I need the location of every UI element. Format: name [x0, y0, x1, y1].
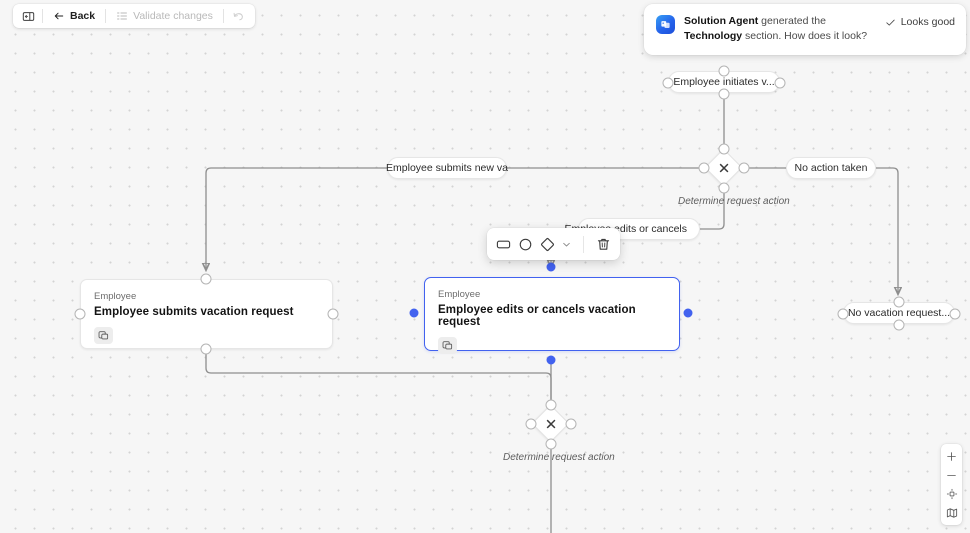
copy-stack-glyph	[98, 331, 109, 340]
edge-label-determine-request-action-top: Determine request action	[678, 196, 790, 207]
editor-toolbar: Back Validate changes	[13, 4, 255, 28]
arrow-left-icon	[54, 12, 64, 20]
fit-view-icon	[946, 488, 957, 500]
copy-stack-icon[interactable]	[94, 327, 113, 344]
handle-left[interactable]	[662, 77, 674, 88]
handle-left[interactable]	[74, 308, 86, 320]
agent-notification-card: Solution Agent generated the Technology …	[644, 4, 966, 56]
handle-left[interactable]	[837, 308, 849, 319]
handle-top[interactable]	[718, 65, 730, 77]
back-button[interactable]: Back	[47, 7, 101, 26]
handle-bottom-selected[interactable]	[546, 355, 556, 365]
pill-node-employee-submits-new[interactable]: Employee submits new va	[386, 157, 508, 179]
handle-bottom[interactable]	[893, 319, 905, 331]
checklist-icon	[117, 12, 128, 20]
undo-button[interactable]	[228, 7, 249, 26]
handle-top-selected[interactable]	[546, 262, 556, 272]
node-title-label: Employee submits vacation request	[94, 306, 294, 318]
handle-right-selected[interactable]	[683, 308, 693, 318]
pill-node-label: No action taken	[794, 162, 868, 174]
handle-right[interactable]	[949, 308, 961, 319]
handle-left[interactable]	[698, 162, 710, 174]
trash-icon[interactable]	[596, 237, 611, 252]
handle-right[interactable]	[565, 418, 577, 430]
node-role-label: Employee	[94, 291, 137, 302]
looks-good-label: Looks good	[900, 16, 955, 28]
check-icon	[886, 19, 895, 26]
handle-right[interactable]	[327, 308, 339, 320]
handle-left[interactable]	[525, 418, 537, 430]
process-node-employee-submits-vacation-request[interactable]: Employee Employee submits vacation reque…	[80, 279, 333, 349]
diamond-shape-icon[interactable]	[540, 237, 555, 252]
handle-bottom[interactable]	[545, 438, 557, 450]
validate-changes-button[interactable]: Validate changes	[110, 7, 219, 26]
agent-name: Solution Agent	[684, 15, 759, 27]
validate-changes-label: Validate changes	[133, 10, 213, 22]
process-node-employee-edits-or-cancels-vacation-request[interactable]: Employee Employee edits or cancels vacat…	[424, 277, 680, 354]
zoom-controls	[941, 444, 962, 525]
toolbar-divider	[583, 235, 584, 253]
handle-top[interactable]	[200, 273, 212, 285]
zoom-out-button[interactable]	[942, 467, 961, 483]
notification-text-mid: generated the	[758, 15, 826, 27]
toolbar-divider	[105, 9, 107, 23]
node-title-label: Employee edits or cancels vacation reque…	[438, 304, 636, 328]
zoom-in-button[interactable]	[942, 448, 961, 464]
pill-node-label: No vacation request...	[847, 307, 951, 319]
notification-section-name: Technology	[684, 30, 743, 43]
node-role-label: Employee	[438, 289, 481, 300]
pill-node-no-action-taken[interactable]: No action taken	[786, 157, 876, 179]
edge-label-determine-request-action-bottom: Determine request action	[503, 452, 615, 463]
handle-bottom[interactable]	[718, 88, 730, 100]
shape-toolbar[interactable]	[487, 228, 620, 260]
handle-right[interactable]	[774, 77, 786, 88]
panel-toggle-icon[interactable]	[19, 7, 38, 26]
back-label: Back	[70, 10, 96, 22]
agent-avatar-icon	[656, 15, 675, 34]
handle-top[interactable]	[718, 143, 730, 155]
handle-bottom[interactable]	[200, 343, 212, 355]
pill-node-label: Employee initiates v...	[673, 76, 775, 88]
minimap-icon	[946, 508, 957, 518]
handle-top[interactable]	[545, 399, 557, 411]
minus-icon	[947, 474, 956, 476]
copy-stack-icon[interactable]	[438, 337, 457, 354]
handle-right[interactable]	[738, 162, 750, 174]
fit-view-button[interactable]	[942, 486, 961, 502]
circle-shape-icon[interactable]	[518, 237, 533, 252]
toolbar-divider	[42, 9, 43, 23]
looks-good-button[interactable]: Looks good	[885, 16, 955, 28]
copy-stack-glyph	[442, 341, 453, 350]
rectangle-shape-icon[interactable]	[496, 237, 511, 252]
plus-icon	[947, 451, 956, 461]
undo-icon	[233, 12, 243, 20]
notification-text-end: section. How does it look?	[742, 30, 868, 43]
handle-top[interactable]	[893, 296, 905, 308]
minimap-button[interactable]	[942, 505, 961, 521]
chevron-down-icon[interactable]	[562, 240, 571, 249]
handle-left-selected[interactable]	[409, 308, 419, 318]
handle-bottom[interactable]	[718, 182, 730, 194]
toolbar-divider	[222, 9, 224, 23]
agent-notification-text: Solution Agent generated the Technology …	[684, 14, 876, 44]
pill-node-label: Employee submits new va	[386, 162, 508, 174]
